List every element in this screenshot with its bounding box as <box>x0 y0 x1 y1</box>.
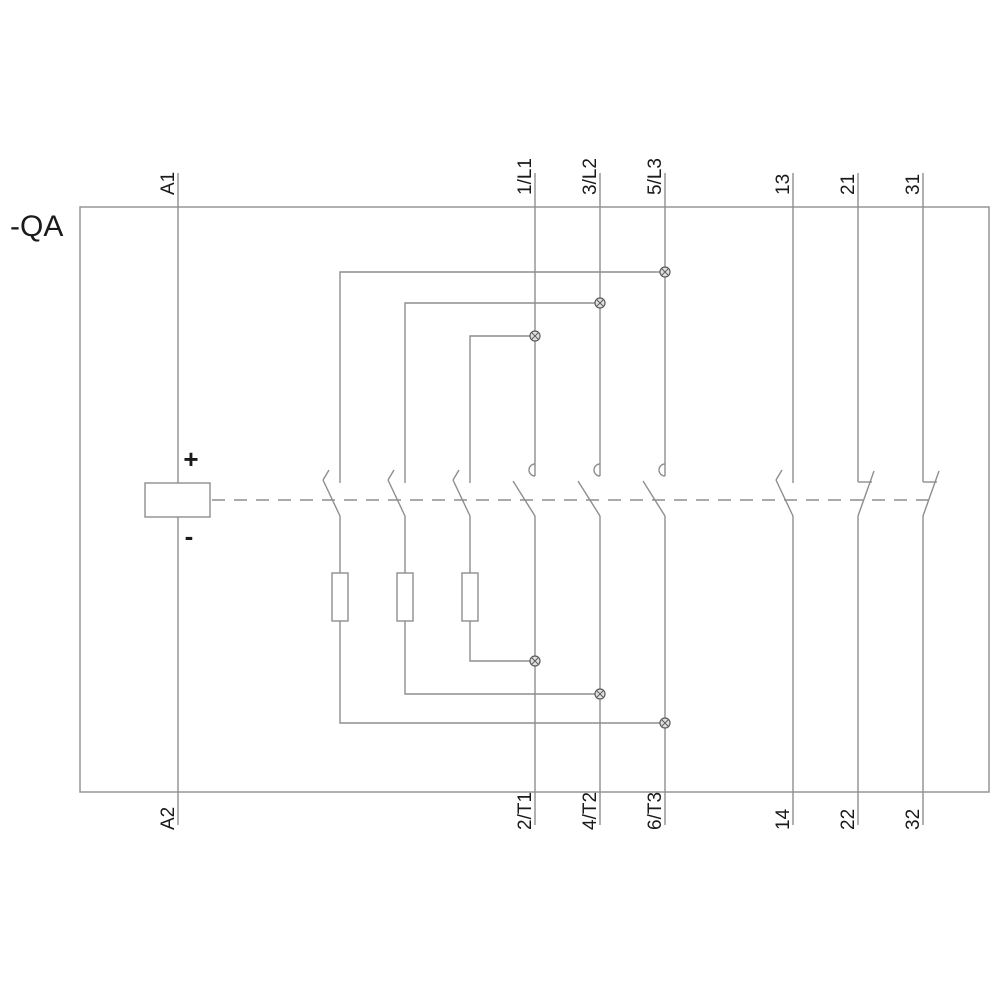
nc-contact-blade-aux31 <box>922 470 940 517</box>
no-contact-tip-branch3 <box>452 469 460 481</box>
branch-top-wire-branch1 <box>339 271 665 483</box>
terminal-label-31: 31 <box>903 174 924 195</box>
junction-dot-hatch <box>531 332 539 340</box>
branch-bottom-wire-branch3 <box>469 621 535 662</box>
no-contact-tip-aux13 <box>775 469 783 481</box>
main-contact-arc-pole2 <box>593 463 601 477</box>
coil-minus-sign: - <box>185 521 194 551</box>
terminal-label-2/T1: 2/T1 <box>515 792 536 830</box>
terminal-label-3/L2: 3/L2 <box>580 158 601 195</box>
junction-dot-hatch <box>661 719 669 727</box>
no-contact-blade-aux13 <box>775 479 794 517</box>
main-contact-blade-pole1 <box>512 480 536 517</box>
no-contact-blade-branch2 <box>387 479 406 517</box>
junction-dot-hatch <box>661 268 669 276</box>
junction-dot-hatch <box>596 299 604 307</box>
branch-bottom-wire-branch1 <box>339 621 665 724</box>
terminal-label-13: 13 <box>773 174 794 195</box>
terminal-label-4/T2: 4/T2 <box>580 792 601 830</box>
branch-top-wire-branch2 <box>404 302 600 483</box>
resistor-branch1 <box>331 572 349 622</box>
terminal-label-21: 21 <box>838 174 859 195</box>
junction-dot-hatch <box>531 657 539 665</box>
coil-symbol <box>144 482 211 518</box>
junction-dot-hatch <box>596 690 604 698</box>
branch-top-wire-branch3 <box>469 335 535 483</box>
main-contact-blade-pole2 <box>577 480 601 517</box>
terminal-label-14: 14 <box>773 808 794 830</box>
main-contact-blade-pole3 <box>642 480 666 517</box>
terminal-label-32: 32 <box>903 809 924 830</box>
terminal-label-1/L1: 1/L1 <box>515 158 536 195</box>
branch-bottom-wire-branch2 <box>404 621 600 695</box>
main-contact-arc-pole1 <box>528 463 536 477</box>
resistor-branch3 <box>461 572 479 622</box>
no-contact-tip-branch2 <box>387 469 395 481</box>
terminal-label-6/T3: 6/T3 <box>645 792 666 830</box>
no-contact-tip-branch1 <box>322 469 330 481</box>
no-contact-blade-branch1 <box>322 479 341 517</box>
no-contact-blade-branch3 <box>452 479 471 517</box>
terminal-label-A2: A2 <box>158 807 179 830</box>
coil-plus-sign: + <box>183 444 198 474</box>
main-contact-arc-pole3 <box>658 463 666 477</box>
nc-contact-blade-aux21 <box>857 470 875 517</box>
device-tag: -QA <box>10 210 63 243</box>
resistor-branch2 <box>396 572 414 622</box>
terminal-label-A1: A1 <box>158 172 179 195</box>
terminal-label-22: 22 <box>838 809 859 830</box>
terminal-label-5/L3: 5/L3 <box>645 158 666 195</box>
